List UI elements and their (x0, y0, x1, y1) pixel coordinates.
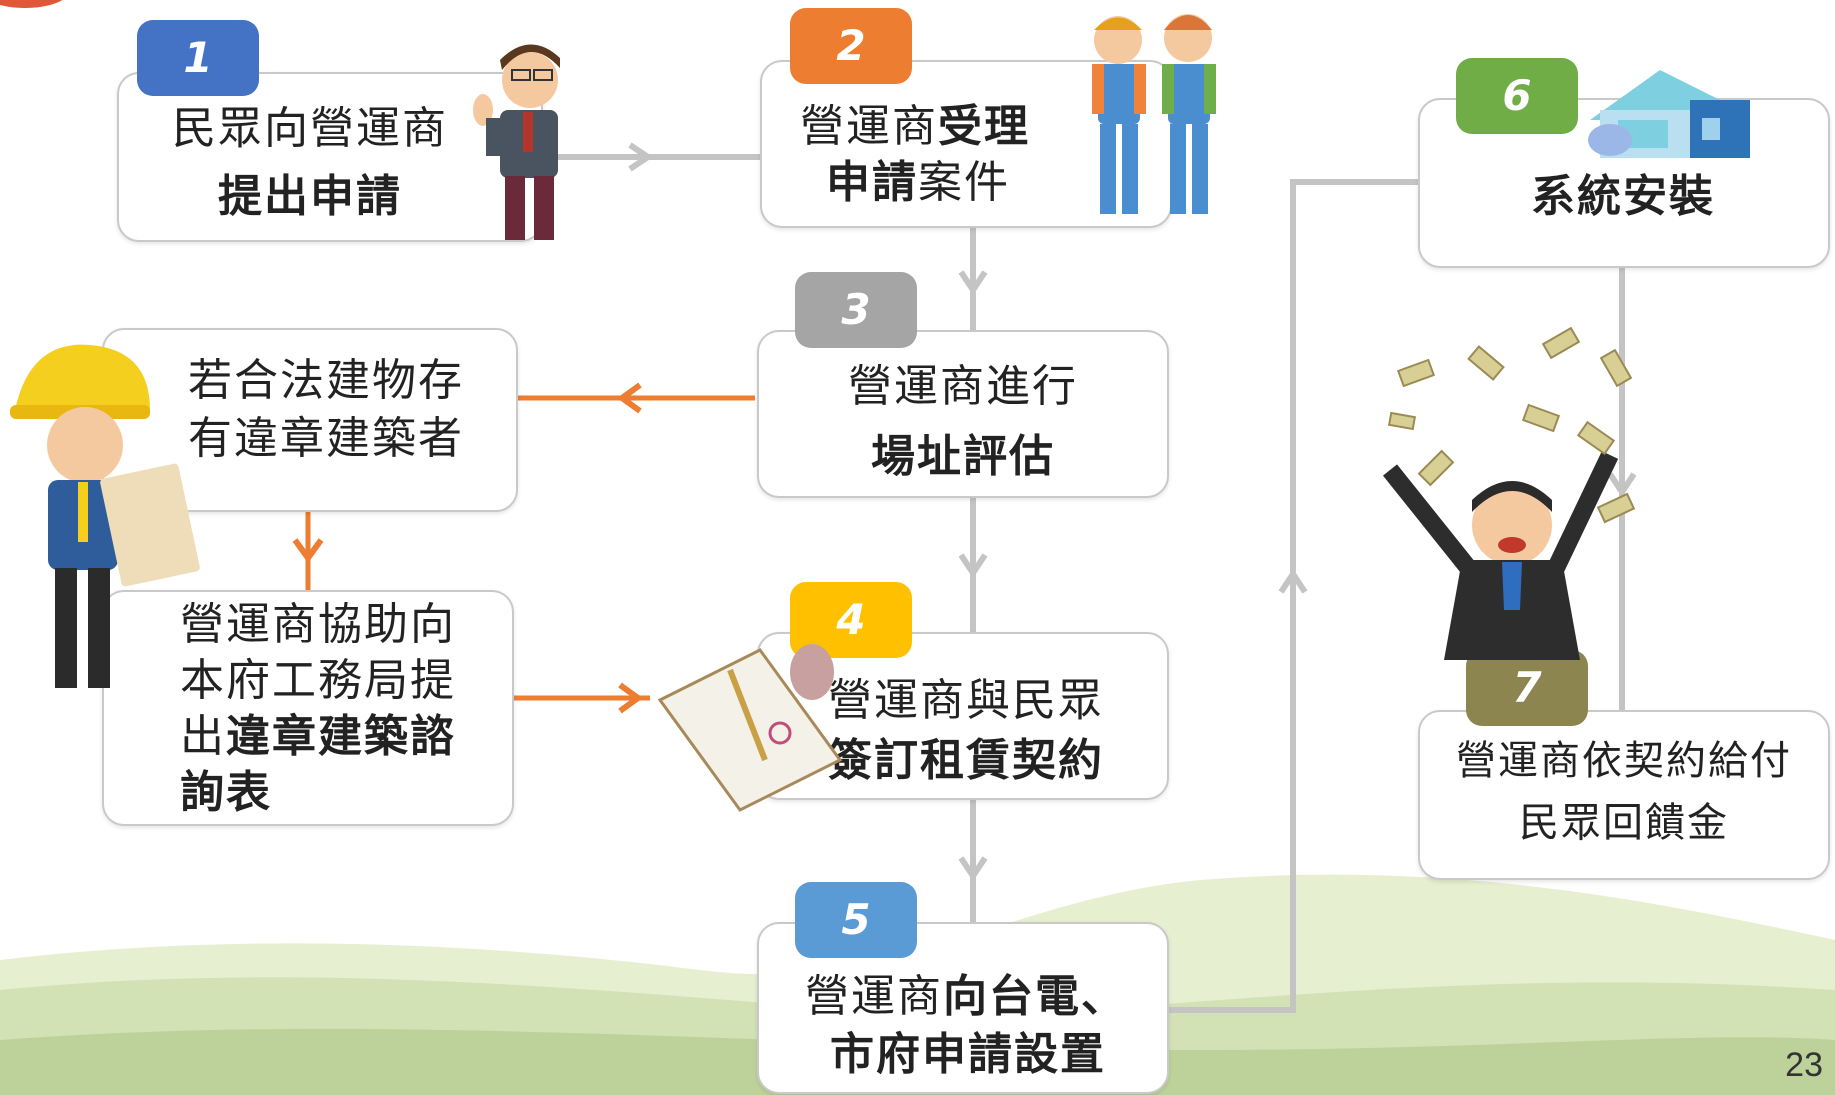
step-2-line2: 申請案件 (826, 157, 1010, 208)
solar-house-icon (1588, 70, 1750, 158)
side-note-a-line2: 有違章建築者 (188, 413, 464, 464)
step-7-line1: 營運商依契約給付 (1456, 738, 1792, 784)
side-note-b-box (102, 590, 514, 826)
contract-icon (657, 644, 843, 812)
step-4-line2: 簽訂租賃契約 (828, 735, 1104, 786)
step-5-badge: 5 (795, 882, 917, 958)
side-note-b-line3: 出違章建築諮 (180, 711, 456, 762)
side-note-a-line1: 若合法建物存 (188, 355, 464, 406)
step-1-badge: 1 (137, 20, 259, 96)
step-3-line1: 營運商進行 (848, 361, 1078, 412)
step-2-badge: 2 (790, 8, 912, 84)
step-6-line1: 系統安裝 (1531, 171, 1715, 222)
step-7-line2: 民眾回饋金 (1519, 800, 1729, 846)
side-note-b-line2: 本府工務局提 (180, 655, 456, 706)
step-1-box (117, 72, 543, 242)
step-6-badge: 6 (1456, 58, 1578, 134)
step-3-box (757, 330, 1169, 498)
construction-worker-icon (10, 344, 200, 688)
two-workers-icon (1092, 14, 1216, 214)
businessman-icon (473, 44, 560, 240)
step-7-badge: 7 (1466, 650, 1588, 726)
side-note-b-line4: 詢表 (180, 767, 272, 818)
side-note-b-line1: 營運商協助向 (180, 599, 456, 650)
step-3-badge: 3 (795, 272, 917, 348)
step-7-box (1418, 710, 1830, 880)
step-2-line1: 營運商受理 (800, 101, 1030, 152)
money-man-icon (1382, 326, 1636, 660)
page-number: 23 (1785, 1046, 1823, 1084)
step-1-line2: 提出申請 (218, 171, 402, 222)
step-5-line1: 營運商向台電、 (805, 971, 1127, 1022)
step-1-line1: 民眾向營運商 (172, 103, 448, 154)
step-5-line2: 市府申請設置 (830, 1029, 1106, 1080)
step-3-line2: 場址評估 (871, 431, 1055, 482)
step-4-line1: 營運商與民眾 (828, 675, 1104, 726)
